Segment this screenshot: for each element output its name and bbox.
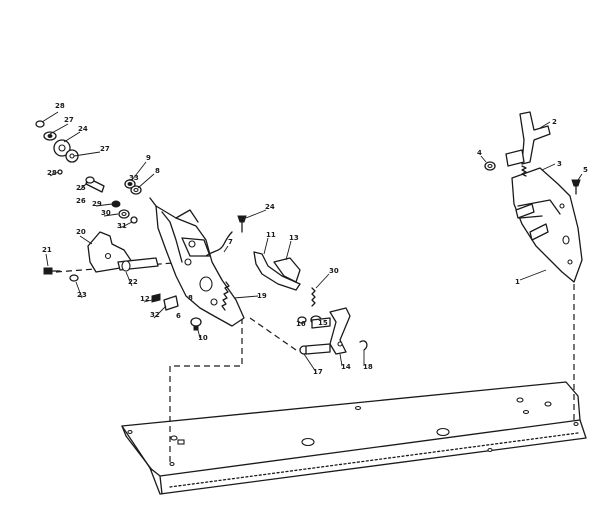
- callout-18: 18: [363, 363, 373, 371]
- callout-19: 19: [257, 292, 267, 300]
- rail-perforation-row: [169, 432, 579, 488]
- callout-16: 16: [296, 320, 306, 328]
- lever-11: [253, 251, 301, 291]
- callout-30: 30: [101, 209, 111, 217]
- lever-13: [273, 257, 301, 283]
- coil-spring-19: [221, 281, 230, 311]
- callout-24: 24: [78, 125, 88, 133]
- spring-7: [205, 231, 233, 257]
- screw-23: [69, 274, 79, 282]
- callout-29: 29: [92, 200, 102, 208]
- shaft-22: [117, 257, 159, 272]
- screw-21: [43, 267, 61, 275]
- callout-4: 4: [477, 149, 482, 157]
- callout-9: 9: [146, 154, 151, 162]
- callout-8: 8: [188, 294, 193, 302]
- bolt-17: [299, 343, 331, 355]
- bolt-12: [151, 293, 161, 303]
- nut-9: [124, 179, 142, 195]
- left-main-bracket: [149, 197, 245, 327]
- callout-22: 22: [128, 278, 138, 286]
- callout-3: 3: [557, 160, 562, 168]
- washer-4: [484, 161, 496, 171]
- bolt-25: [85, 176, 105, 193]
- callout-25: 25: [76, 184, 86, 192]
- washer-stack: [35, 120, 79, 175]
- callout-5: 5: [583, 166, 588, 174]
- callout-labels: 1234567891011121314151617181920212223242…: [42, 102, 588, 376]
- spring-3: [521, 165, 527, 177]
- callout-31: 31: [117, 222, 127, 230]
- pin-15: [310, 315, 331, 329]
- lever-2: [519, 111, 551, 165]
- callout-26: 26: [76, 197, 86, 205]
- callout-24: 24: [265, 203, 275, 211]
- nut-29-washer-30: [111, 200, 138, 224]
- callout-23: 23: [77, 291, 87, 299]
- callout-28: 28: [55, 102, 65, 110]
- nut-16: [297, 316, 307, 324]
- callout-32: 32: [150, 311, 160, 319]
- screw-10: [190, 317, 202, 331]
- link-14: [329, 307, 351, 355]
- callout-1: 1: [515, 278, 520, 286]
- callout-10: 10: [198, 334, 208, 342]
- screw-24-center: [237, 215, 247, 233]
- callout-17: 17: [313, 368, 323, 376]
- callout-28: 28: [47, 169, 57, 177]
- callout-8: 8: [155, 167, 160, 175]
- callout-2: 2: [552, 118, 557, 126]
- callout-12: 12: [140, 295, 150, 303]
- right-bracket-1: [511, 167, 583, 283]
- callout-27: 27: [64, 116, 74, 124]
- bushing-right: [505, 149, 525, 167]
- callout-13: 13: [289, 234, 299, 242]
- callout-33: 33: [129, 174, 139, 182]
- base-channel-rail: [121, 381, 587, 495]
- callout-14: 14: [341, 363, 351, 371]
- leader-lines: [41, 111, 583, 373]
- screw-5: [571, 179, 581, 195]
- callout-27: 27: [100, 145, 110, 153]
- callout-20: 20: [76, 228, 86, 236]
- spring-30: [311, 287, 316, 307]
- callout-7: 7: [228, 238, 233, 246]
- clip-18: [359, 340, 368, 351]
- callout-6: 6: [176, 312, 181, 320]
- callout-21: 21: [42, 246, 52, 254]
- callout-30: 30: [329, 267, 339, 275]
- pin-32: [163, 295, 179, 311]
- callout-11: 11: [266, 231, 276, 239]
- callout-15: 15: [318, 319, 328, 327]
